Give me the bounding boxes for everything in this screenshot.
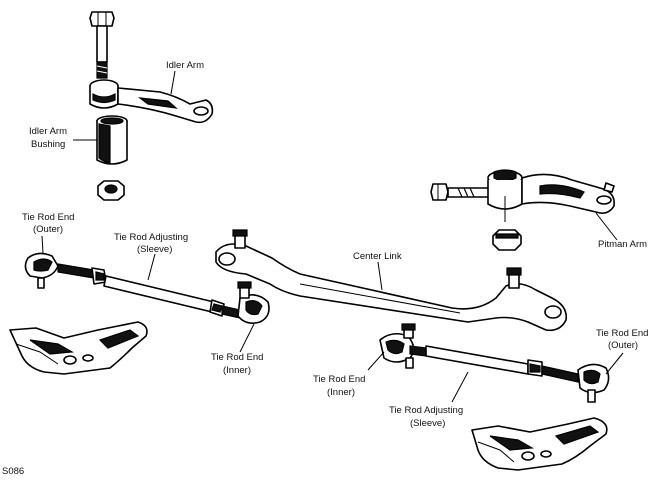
- label-tie-rod-end-outer-left-line1: Tie Rod End: [22, 212, 74, 223]
- idler-arm-leader: [170, 70, 176, 95]
- idler-arm: [89, 79, 214, 124]
- pitman-arm-bolt: [430, 183, 493, 201]
- label-tie-rod-adjusting-sleeve-right-line1: Tie Rod Adjusting: [389, 405, 463, 416]
- label-tie-rod-end-inner-right-line2: (Inner): [327, 387, 355, 398]
- left-steering-knuckle: [9, 321, 148, 375]
- center-link-leader: [377, 261, 383, 291]
- tie-rod-end-inner-left-leader: [239, 323, 255, 353]
- idler-arm-bolt: [89, 11, 115, 79]
- tie-rod-end-outer-right: [541, 363, 610, 403]
- label-tie-rod-adjusting-sleeve-left-line2: (Sleeve): [137, 244, 172, 255]
- pitman-arm-nut: [492, 229, 522, 251]
- tie-rod-adjusting-sleeve-right: [425, 345, 543, 377]
- center-link: [215, 229, 568, 332]
- label-center-link: Center Link: [353, 251, 402, 262]
- label-idler-arm-bushing-line2: Bushing: [31, 139, 65, 150]
- label-idler-arm-bushing-line1: Idler Arm: [29, 126, 67, 137]
- label-tie-rod-end-inner-left-line2: (Inner): [223, 365, 251, 376]
- pitman-arm: [487, 169, 616, 222]
- idler-arm-bushing: [96, 115, 128, 165]
- label-tie-rod-end-inner-right-line1: Tie Rod End: [313, 374, 365, 385]
- tie-rod-end-inner-right: [379, 323, 427, 369]
- idler-arm-nut: [97, 180, 125, 201]
- pitman-arm-leader: [595, 212, 618, 241]
- label-tie-rod-end-outer-right-line1: Tie Rod End: [596, 328, 648, 339]
- label-pitman-arm: Pitman Arm: [598, 239, 647, 250]
- label-tie-rod-end-outer-right-line2: (Outer): [608, 340, 638, 351]
- right-steering-knuckle: [471, 417, 608, 471]
- label-tie-rod-adjusting-sleeve-right-line2: (Sleeve): [410, 418, 445, 429]
- figure-code: S086: [2, 466, 24, 477]
- tie-rod-adjusting-sleeve-left-leader: [147, 253, 156, 281]
- label-tie-rod-adjusting-sleeve-left-line1: Tie Rod Adjusting: [114, 232, 188, 243]
- label-tie-rod-end-inner-left-line1: Tie Rod End: [211, 352, 263, 363]
- tie-rod-adjusting-sleeve-right-leader: [451, 371, 469, 403]
- tie-rod-end-inner-left: [221, 281, 270, 324]
- tie-rod-adjusting-sleeve-left: [91, 267, 225, 317]
- label-idler-arm: Idler Arm: [166, 60, 204, 71]
- tie-rod-end-outer-right-leader: [605, 352, 624, 375]
- label-tie-rod-end-outer-left-line2: (Outer): [33, 224, 63, 235]
- tie-rod-end-outer-left: [24, 252, 95, 289]
- tie-rod-end-outer-left-leader: [41, 235, 44, 254]
- tie-rod-end-inner-right-leader: [367, 351, 385, 371]
